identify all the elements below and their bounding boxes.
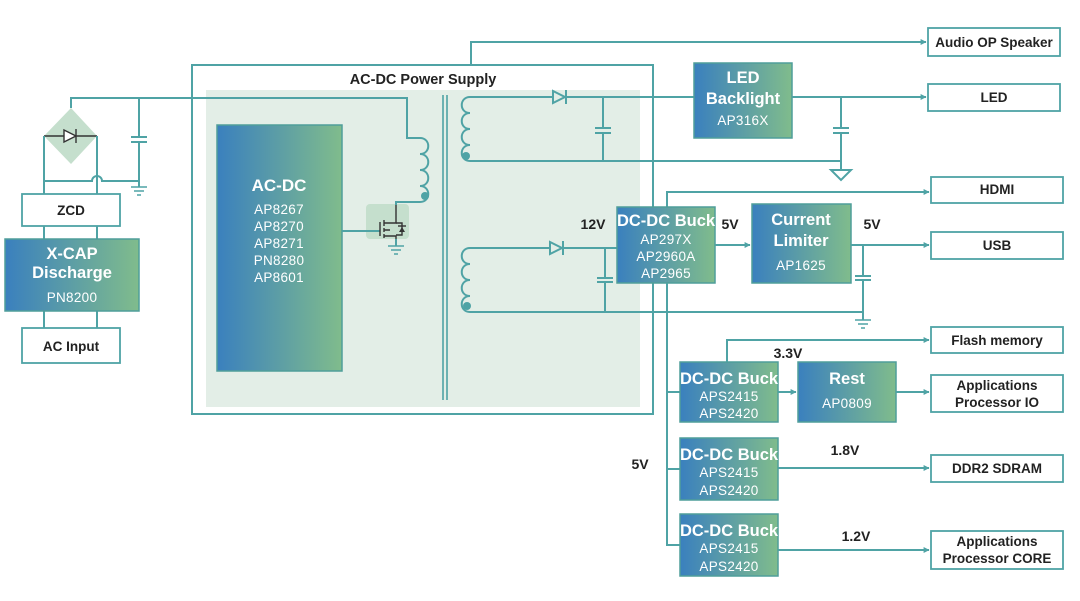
current-limiter-title-line1: Current (771, 211, 831, 229)
xcap-part: PN8200 (47, 290, 98, 305)
output-usb-label: USB (983, 238, 1012, 253)
secondary-winding-1-icon (460, 96, 471, 162)
output-ddr2-sdram: DDR2 SDRAM (930, 454, 1064, 483)
acdc-controller-block: AC-DC AP8267 AP8270 AP8271 PN8280 AP8601 (216, 124, 343, 372)
mosfet-ground-icon (388, 239, 404, 255)
current-limiter-block: Current Limiter AP1625 (751, 203, 852, 284)
ac-input-block: AC Input (21, 327, 121, 364)
output-flash-label: Flash memory (951, 333, 1043, 348)
output-led-label: LED (981, 90, 1008, 105)
dcdc-buck-core-block: DC-DC Buck APS2415 APS2420 (679, 513, 779, 577)
transformer-core-icon (442, 95, 448, 400)
dcdc-core-part: APS2415 (699, 541, 758, 556)
led-ground-icon (828, 169, 854, 182)
secondary-1-capacitor-icon (595, 97, 611, 161)
voltage-label-limiter-out: 5V (863, 216, 881, 232)
power-supply-group-title: AC-DC Power Supply (350, 72, 497, 88)
output-audio-label: Audio OP Speaker (935, 35, 1053, 50)
input-capacitor-icon (131, 98, 147, 187)
secondary-1-diode-icon (552, 89, 568, 105)
current-limiter-title-line2: Limiter (773, 232, 829, 250)
voltage-label-1v2: 1.2V (842, 528, 871, 544)
output-hdmi: HDMI (930, 176, 1064, 204)
dcdc-buck-ddr-block: DC-DC Buck APS2415 APS2420 (679, 437, 779, 501)
voltage-label-12v: 12V (581, 216, 607, 232)
secondary-winding-2-icon (460, 247, 471, 313)
led-backlight-part: AP316X (717, 113, 768, 128)
led-capacitor-icon (833, 97, 849, 170)
xcap-discharge-block: X-CAP Discharge PN8200 (4, 238, 140, 312)
led-backlight-block: LED Backlight AP316X (693, 62, 793, 139)
output-audio-speaker: Audio OP Speaker (927, 27, 1061, 57)
xcap-title-line1: X-CAP (46, 245, 97, 263)
voltage-label-buck-out: 5V (721, 216, 739, 232)
output-usb: USB (930, 231, 1064, 260)
output-app-core-label-line1: Applications (956, 534, 1037, 549)
dcdc-buck-main-block: DC-DC Buck AP297X AP2960A AP2965 (616, 206, 716, 284)
dcdc-main-part: AP2960A (636, 249, 695, 264)
reset-block: Rest AP0809 (797, 361, 897, 423)
voltage-label-1v8: 1.8V (831, 442, 860, 458)
output-app-io-label-line2: Processor IO (955, 395, 1039, 410)
output-hdmi-label: HDMI (980, 182, 1015, 197)
voltage-label-bus: 5V (631, 456, 649, 472)
dcdc-buck-io-block: DC-DC Buck APS2415 APS2420 (679, 361, 779, 423)
acdc-part: AP8271 (254, 236, 304, 251)
dcdc-io-part: APS2420 (699, 406, 758, 421)
output-app-processor-core: Applications Processor CORE (930, 530, 1064, 570)
dcdc-core-title: DC-DC Buck (680, 522, 779, 540)
acdc-part: AP8601 (254, 270, 304, 285)
reset-title: Rest (829, 370, 865, 388)
dcdc-io-title: DC-DC Buck (680, 370, 779, 388)
mosfet-icon (342, 204, 409, 239)
current-limiter-part: AP1625 (776, 258, 826, 273)
led-backlight-title-line2: Backlight (706, 90, 781, 108)
output-app-processor-io: Applications Processor IO (930, 374, 1064, 413)
dcdc-main-part: AP2965 (641, 266, 691, 281)
led-backlight-title-line1: LED (727, 69, 760, 87)
output-ddr2-label: DDR2 SDRAM (952, 461, 1042, 476)
acdc-part: AP8267 (254, 202, 304, 217)
acdc-part: AP8270 (254, 219, 304, 234)
dcdc-main-title: DC-DC Buck (617, 212, 716, 230)
reset-part: AP0809 (822, 396, 872, 411)
dcdc-ddr-part: APS2420 (699, 483, 758, 498)
dcdc-io-part: APS2415 (699, 389, 758, 404)
bridge-rectifier (44, 108, 97, 164)
input-ground-icon (131, 186, 147, 196)
voltage-label-3v3: 3.3V (774, 345, 803, 361)
secondary-2-capacitor-icon (597, 248, 613, 312)
ac-input-label: AC Input (43, 339, 100, 354)
acdc-part: PN8280 (254, 253, 305, 268)
output-app-io-label-line1: Applications (956, 378, 1037, 393)
usb-ground-icon (855, 319, 871, 329)
output-led: LED (927, 83, 1061, 112)
acdc-title: AC-DC (252, 176, 307, 195)
xcap-title-line2: Discharge (32, 264, 112, 282)
dcdc-main-part: AP297X (640, 232, 691, 247)
zcd-label: ZCD (57, 203, 85, 218)
dcdc-ddr-title: DC-DC Buck (680, 446, 779, 464)
dcdc-ddr-part: APS2415 (699, 465, 758, 480)
bridge-diode-icon (63, 128, 78, 144)
secondary-2-diode-icon (549, 240, 565, 256)
primary-winding-icon (419, 137, 430, 203)
usb-capacitor-icon (855, 245, 871, 320)
dcdc-core-part: APS2420 (699, 559, 758, 574)
output-app-core-label-line2: Processor CORE (943, 551, 1052, 566)
zcd-block: ZCD (21, 193, 121, 227)
output-flash-memory: Flash memory (930, 326, 1064, 354)
